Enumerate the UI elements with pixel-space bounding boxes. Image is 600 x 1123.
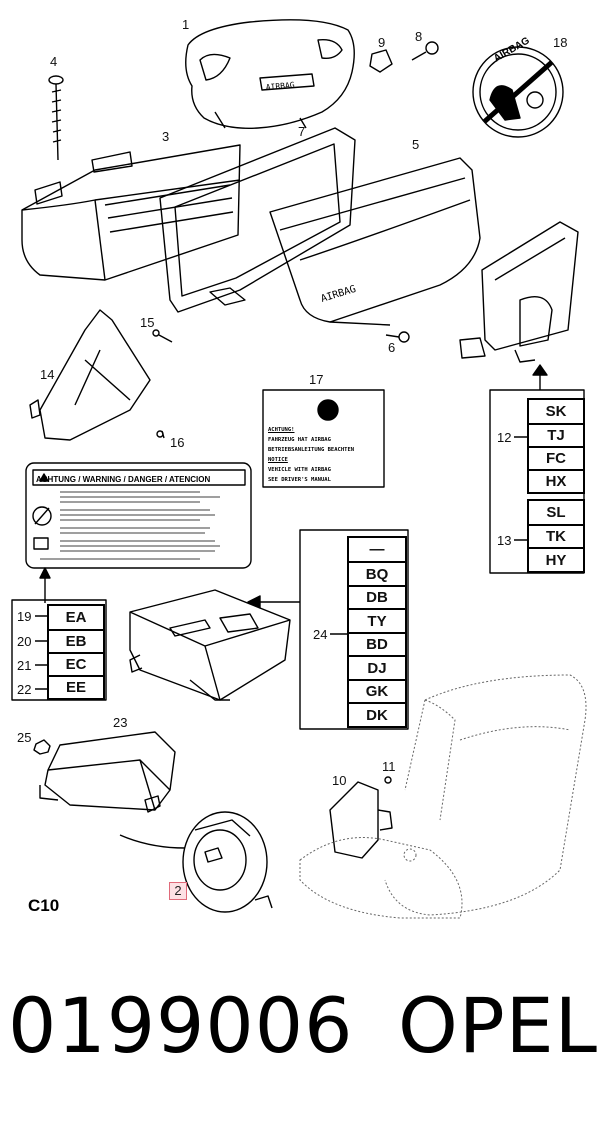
side-airbag-10 [329, 781, 393, 859]
group-24-frame [299, 529, 409, 730]
seat-outline [299, 674, 587, 919]
steering-airbag-cover [185, 19, 355, 129]
mounting-frame-7 [159, 127, 356, 313]
callout-4: 4 [50, 54, 58, 69]
airbag-person-pictogram [317, 399, 339, 421]
warning-label-17-line: NOTICE [268, 457, 288, 463]
callout-16: 16 [170, 435, 185, 450]
code-cell: FC [529, 446, 583, 469]
callout-5: 5 [412, 137, 420, 152]
warning-label-17 [262, 389, 385, 488]
bracket-14 [29, 309, 151, 441]
callout-8: 8 [415, 29, 423, 44]
code-cell: DK [349, 702, 405, 726]
screw-16 [156, 430, 165, 439]
code-cell: EE [49, 675, 103, 698]
code-cell: DJ [349, 655, 405, 679]
sensor-unit-23 [39, 731, 176, 813]
callout-7: 7 [298, 124, 306, 139]
code-cell: — [369, 541, 385, 558]
code-cell: EA [65, 609, 87, 626]
group-left-num-22: 22 [17, 682, 32, 697]
callout-3: 3 [162, 129, 170, 144]
warning-label-17-line: VEHICLE WITH AIRBAG [268, 467, 331, 473]
warning-label-17-text: ACHTUNG! FAHRZEUG HAT AIRBAG BETRIEBSANLEI… [268, 425, 383, 485]
callout-14: 14 [40, 367, 55, 382]
airbag-cover-5 [269, 157, 481, 326]
cover-5-text: AIRBAG [320, 284, 358, 305]
callout-11: 11 [382, 759, 396, 774]
screw-8 [411, 41, 439, 61]
screw-4 [48, 75, 64, 161]
screw-15 [152, 329, 173, 343]
emblem-18-text: AIRBAG [492, 35, 532, 64]
group-12-label: 12 [497, 430, 512, 445]
callout-15: 15 [140, 315, 155, 330]
warning-large-header: ACHTUNG / WARNING / DANGER / ATENCION [36, 475, 210, 484]
group-left-codes: EA EB EC EE [47, 604, 105, 700]
group-left-num-21: 21 [17, 658, 32, 673]
code-cell: GK [349, 679, 405, 702]
control-unit-12-13 [459, 221, 579, 363]
code-cell: TK [529, 524, 583, 547]
callout-25: 25 [17, 730, 32, 745]
code-cell: SK [545, 403, 567, 420]
callout-2-highlight[interactable]: 2 [169, 882, 187, 900]
screw-11 [384, 776, 392, 784]
nut-25 [33, 739, 51, 755]
callout-23: 23 [113, 715, 128, 730]
control-module-24 [129, 589, 291, 701]
code-cell: DB [349, 585, 405, 608]
warning-label-17-line: FAHRZEUG HAT AIRBAG [268, 437, 331, 443]
warning-label-17-line: SEE DRIVER'S MANUAL [268, 477, 331, 483]
code-cell: BQ [349, 561, 405, 585]
code-cell: TY [349, 608, 405, 632]
code-cell: EB [49, 629, 103, 652]
callout-1: 1 [182, 17, 190, 32]
callout-18: 18 [553, 35, 568, 50]
airbag-emblem-18 [472, 46, 564, 138]
part-number: 0199006 [8, 981, 354, 1070]
code-cell: HX [529, 469, 583, 492]
callout-10: 10 [332, 773, 347, 788]
sheet-id: C10 [28, 896, 60, 915]
warning-label-large [25, 462, 252, 569]
clip-9 [369, 49, 393, 73]
warning-label-17-line: BETRIEBSANLEITUNG BEACHTEN [268, 447, 355, 453]
steering-cover-text: AIRBAG [265, 80, 295, 92]
screw-6 [385, 331, 410, 343]
group-12-codes: SK TJ FC HX [527, 398, 585, 494]
callout-17: 17 [309, 372, 324, 387]
group-13-codes: SL TK HY [527, 499, 585, 573]
code-cell: HY [529, 547, 583, 571]
code-cell: EC [49, 652, 103, 675]
group-24-codes: — BQ DB TY BD DJ GK DK [347, 536, 407, 728]
code-cell: SL [546, 504, 566, 521]
code-cell: BD [349, 632, 405, 655]
callout-9: 9 [378, 35, 386, 50]
code-cell: TJ [529, 423, 583, 446]
group-left-num-19: 19 [17, 609, 32, 624]
group-left-num-20: 20 [17, 634, 32, 649]
callout-6: 6 [388, 340, 396, 355]
group-24-label: 24 [313, 627, 328, 642]
warning-label-17-line: ACHTUNG! [268, 427, 295, 433]
group-13-label: 13 [497, 533, 512, 548]
group-left-frame [11, 599, 107, 701]
brand-name: OPEL [398, 981, 599, 1070]
passenger-airbag-module [21, 144, 241, 281]
clock-spring-2 [119, 811, 273, 913]
